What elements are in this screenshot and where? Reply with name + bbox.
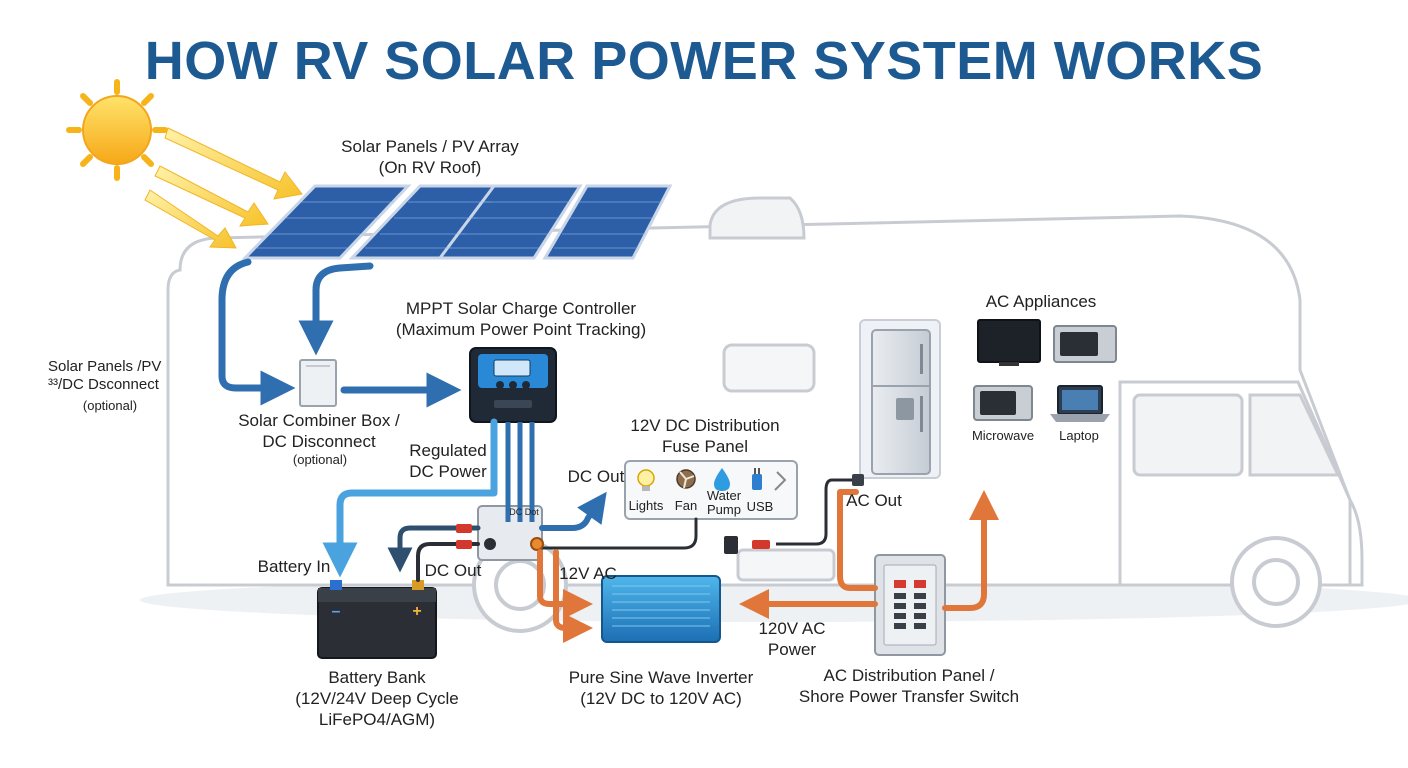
water-drop-icon	[714, 468, 730, 491]
solar-panels-array	[241, 184, 673, 260]
lightbulb-icon	[637, 469, 655, 491]
ac-flow-arrows	[537, 489, 999, 643]
inverter-label: Pure Sine Wave Inverter (12V DC to 120V …	[568, 668, 754, 708]
combiner-label: Solar Combiner Box / DC Disconnect	[238, 411, 400, 451]
microwave-top-icon	[1053, 325, 1117, 363]
load-usb-label: USB	[746, 499, 774, 514]
side-note-optional: (optional)	[82, 398, 138, 413]
appliance-microwave-label: Microwave	[971, 428, 1035, 443]
controller-output-wires	[505, 422, 535, 522]
ac-out-wires	[776, 478, 856, 546]
dc-flow-arrows	[218, 258, 462, 408]
microwave-icon	[973, 385, 1033, 421]
sun-icon	[66, 79, 168, 181]
load-fan-label: Fan	[674, 498, 698, 513]
usb-plug-icon	[752, 468, 787, 491]
combiner-box-icon	[299, 359, 337, 407]
dc-out-label-2: DC Out	[424, 561, 482, 580]
cable-connectors	[456, 524, 544, 551]
laptop-icon	[1050, 385, 1110, 422]
busbar-label: DC Dot	[509, 507, 539, 517]
ac-distribution-panel-icon	[874, 554, 946, 656]
fan-icon	[676, 469, 696, 489]
svg-text:–: –	[332, 603, 341, 620]
ac-appliances-label: AC Appliances	[985, 292, 1097, 311]
load-water-pump-label: Water Pump	[706, 488, 742, 517]
tv-icon	[977, 319, 1041, 366]
svg-text:+: +	[412, 603, 421, 620]
ac-power-label: 120V AC Power	[758, 619, 826, 659]
dc-out-label-1: DC Out	[567, 467, 625, 486]
battery-in-label: Battery In	[257, 557, 331, 576]
refrigerator-icon	[859, 319, 941, 479]
battery-bank-label: Battery Bank (12V/24V Deep Cycle LiFePO4…	[295, 668, 459, 729]
side-note-label: Solar Panels /PV ³³/DC Dsconnect	[48, 358, 162, 393]
battery-bank-icon: + –	[317, 580, 437, 659]
combiner-optional: (optional)	[292, 452, 348, 467]
solar-panels-label: Solar Panels / PV Array (On RV Roof)	[341, 137, 519, 177]
page-title: HOW RV SOLAR POWER SYSTEM WORKS	[144, 31, 1264, 91]
load-lights-label: Lights	[628, 498, 664, 513]
ground-shadow	[140, 578, 1408, 622]
ac-panel-label: AC Distribution Panel / Shore Power Tran…	[798, 666, 1020, 706]
twelve-v-ac-label: 12V AC	[559, 564, 617, 583]
dc-distribution-label: 12V DC Distribution Fuse Panel	[630, 416, 780, 456]
regulated-dc-label: Regulated DC Power	[409, 441, 487, 481]
battery-feed-arrows	[322, 418, 698, 582]
ac-out-label: AC Out	[846, 491, 902, 510]
sun-rays	[144, 127, 303, 249]
solar-panel-grid	[255, 201, 662, 249]
appliance-laptop-label: Laptop	[1059, 428, 1099, 443]
rv-body	[166, 196, 1364, 587]
ac-connectors	[724, 474, 864, 554]
mppt-label: MPPT Solar Charge Controller (Maximum Po…	[395, 299, 647, 339]
inverter-icon	[601, 575, 721, 643]
mppt-controller-icon	[469, 347, 557, 423]
